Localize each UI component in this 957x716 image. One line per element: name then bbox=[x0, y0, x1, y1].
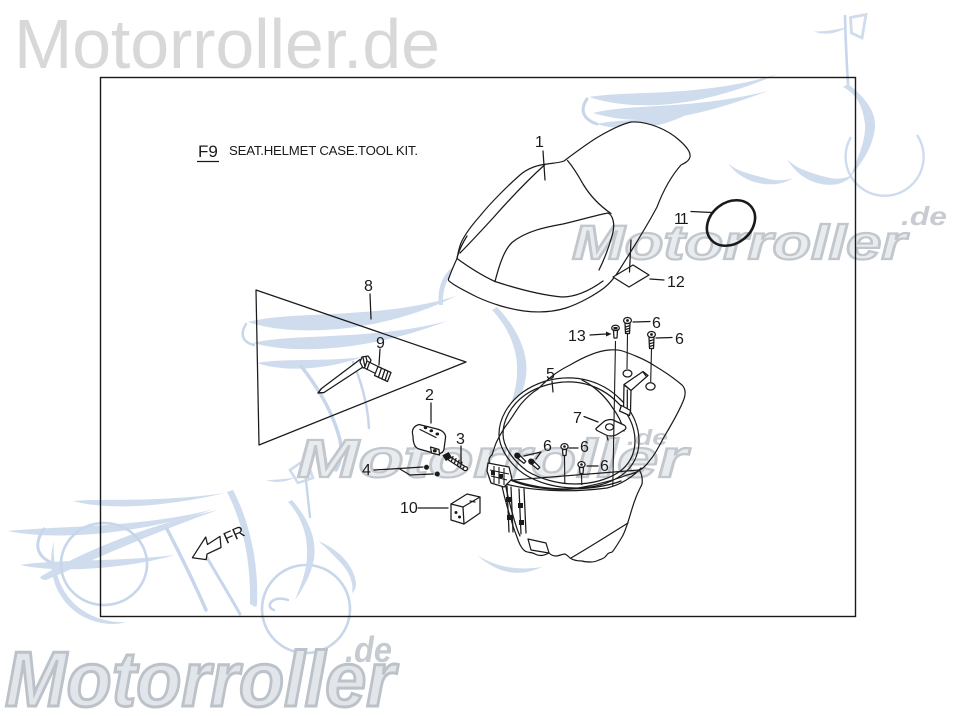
svg-text:Motorroller: Motorroller bbox=[5, 635, 398, 716]
svg-text:.de: .de bbox=[901, 201, 947, 231]
svg-text:Motorroller: Motorroller bbox=[572, 217, 909, 270]
svg-text:3: 3 bbox=[456, 431, 465, 448]
svg-text:11: 11 bbox=[674, 211, 689, 228]
svg-text:.de: .de bbox=[345, 629, 392, 670]
svg-text:6: 6 bbox=[675, 331, 684, 348]
svg-text:12: 12 bbox=[667, 274, 685, 291]
svg-text:13: 13 bbox=[568, 328, 586, 345]
svg-text:1: 1 bbox=[535, 134, 544, 151]
svg-text:Motorroller.de: Motorroller.de bbox=[14, 5, 440, 83]
svg-text:2: 2 bbox=[425, 387, 434, 404]
svg-text:6: 6 bbox=[652, 315, 661, 332]
svg-text:8: 8 bbox=[364, 278, 373, 295]
svg-text:4: 4 bbox=[362, 462, 371, 479]
svg-text:6: 6 bbox=[580, 439, 589, 456]
svg-text:7: 7 bbox=[573, 410, 582, 427]
svg-text:10: 10 bbox=[400, 500, 418, 517]
svg-text:F9: F9 bbox=[198, 142, 218, 161]
svg-text:6: 6 bbox=[543, 438, 552, 455]
svg-text:6: 6 bbox=[600, 458, 609, 475]
svg-text:5: 5 bbox=[546, 366, 555, 383]
svg-text:9: 9 bbox=[376, 335, 385, 352]
svg-text:SEAT.HELMET CASE.TOOL KIT.: SEAT.HELMET CASE.TOOL KIT. bbox=[229, 143, 418, 158]
